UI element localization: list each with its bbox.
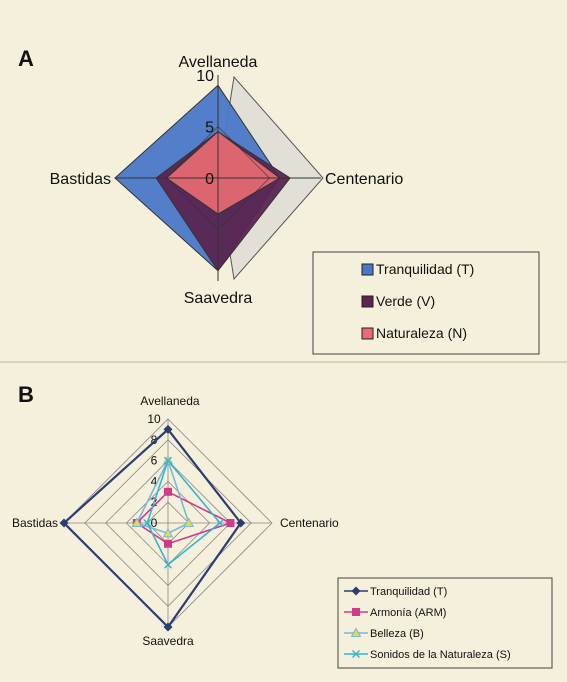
grid-ring-5 — [166, 126, 270, 230]
point-tranquilidad-t-centenario — [236, 518, 246, 528]
legend-b-frame — [337, 577, 553, 669]
tick-label: 5 — [205, 120, 214, 137]
tick-label: 4 — [151, 474, 158, 488]
axis-label-saavedra: Saavedra — [184, 290, 253, 307]
axis-label-centenario: Centenario — [325, 171, 403, 188]
panel-label-b: B — [18, 382, 34, 407]
tick-label: 6 — [151, 454, 158, 468]
point-sonidos-de-la-naturaleza-s-avellaneda-stroke-b — [164, 456, 172, 465]
tick-label: 10 — [147, 412, 161, 426]
legend-a-frame — [312, 251, 540, 355]
legend-label-sonidos-de-la-naturaleza-s: Sonidos de la Naturaleza (S) — [370, 649, 511, 661]
point-belleza-b-centenario — [183, 517, 195, 527]
legend-marker-sonidos-de-la-naturaleza-s — [352, 650, 360, 658]
series-sonidos-de-la-naturaleza-s — [143, 456, 224, 569]
tick-label: 10 — [196, 68, 214, 85]
legend-a: Tranquilidad (T) Verde (V) Naturaleza (N) — [312, 251, 540, 355]
point-sonidos-de-la-naturaleza-s-centenario-stroke-b — [216, 519, 224, 527]
legend-label-tranquilidad-t: Tranquilidad (T) — [376, 261, 474, 277]
point-tranquilidad-t-saavedra — [163, 622, 173, 632]
tick-label: 0 — [205, 171, 214, 188]
legend-marker-armon-a-arm — [352, 608, 360, 616]
point-sonidos-de-la-naturaleza-s-bastidas — [143, 519, 152, 527]
legend-label-naturaleza-n: Naturaleza (N) — [376, 325, 467, 341]
axis-label-bastidas: Bastidas — [12, 516, 58, 530]
legend-label-tranquilidad-t: Tranquilidad (T) — [370, 586, 447, 598]
legend-label-verde-v: Verde (V) — [376, 293, 435, 309]
chart-b: 1086420AvellanedaCentenarioSaavedraBasti… — [12, 394, 553, 669]
legend-swatch-tranquilidad-t — [361, 263, 374, 276]
point-belleza-b-bastidas — [131, 517, 143, 527]
legend-label-armon-a-arm: Armonía (ARM) — [370, 607, 446, 619]
point-tranquilidad-t-bastidas — [59, 518, 69, 528]
axis-label-avellaneda: Avellaneda — [179, 54, 258, 71]
point-belleza-b-saavedra — [162, 527, 174, 538]
point-sonidos-de-la-naturaleza-s-saavedra — [164, 560, 172, 569]
series-tranquilidad-t — [59, 424, 246, 632]
tick-label: 8 — [151, 433, 158, 447]
axis-label-avellaneda: Avellaneda — [140, 394, 199, 408]
point-armon-a-arm-centenario — [226, 519, 235, 527]
axis-label-bastidas: Bastidas — [50, 171, 111, 188]
axis-label-centenario: Centenario — [280, 516, 339, 530]
point-armon-a-arm-avellaneda — [164, 487, 172, 496]
point-sonidos-de-la-naturaleza-s-bastidas-stroke-b — [143, 519, 152, 527]
legend-swatch-naturaleza-n — [361, 327, 374, 340]
point-tranquilidad-t-avellaneda — [163, 424, 173, 434]
point-sonidos-de-la-naturaleza-s-centenario — [216, 519, 224, 527]
legend-marker-sonidos-de-la-naturaleza-s-stroke-b — [352, 650, 360, 658]
panel-label-a: A — [18, 46, 34, 71]
axis-label-saavedra: Saavedra — [142, 634, 194, 648]
legend-label-belleza-b: Belleza (B) — [370, 628, 424, 640]
legend-b: Tranquilidad (T) Armonía (ARM) Belleza (B)… — [337, 577, 553, 669]
point-sonidos-de-la-naturaleza-s-saavedra-stroke-b — [164, 560, 172, 569]
point-armon-a-arm-saavedra — [164, 539, 172, 548]
point-sonidos-de-la-naturaleza-s-avellaneda — [164, 456, 172, 465]
legend-marker-tranquilidad-t — [351, 586, 361, 596]
tick-label: 0 — [151, 516, 158, 530]
legend-marker-belleza-b — [350, 627, 362, 637]
legend-swatch-verde-v — [361, 295, 374, 308]
